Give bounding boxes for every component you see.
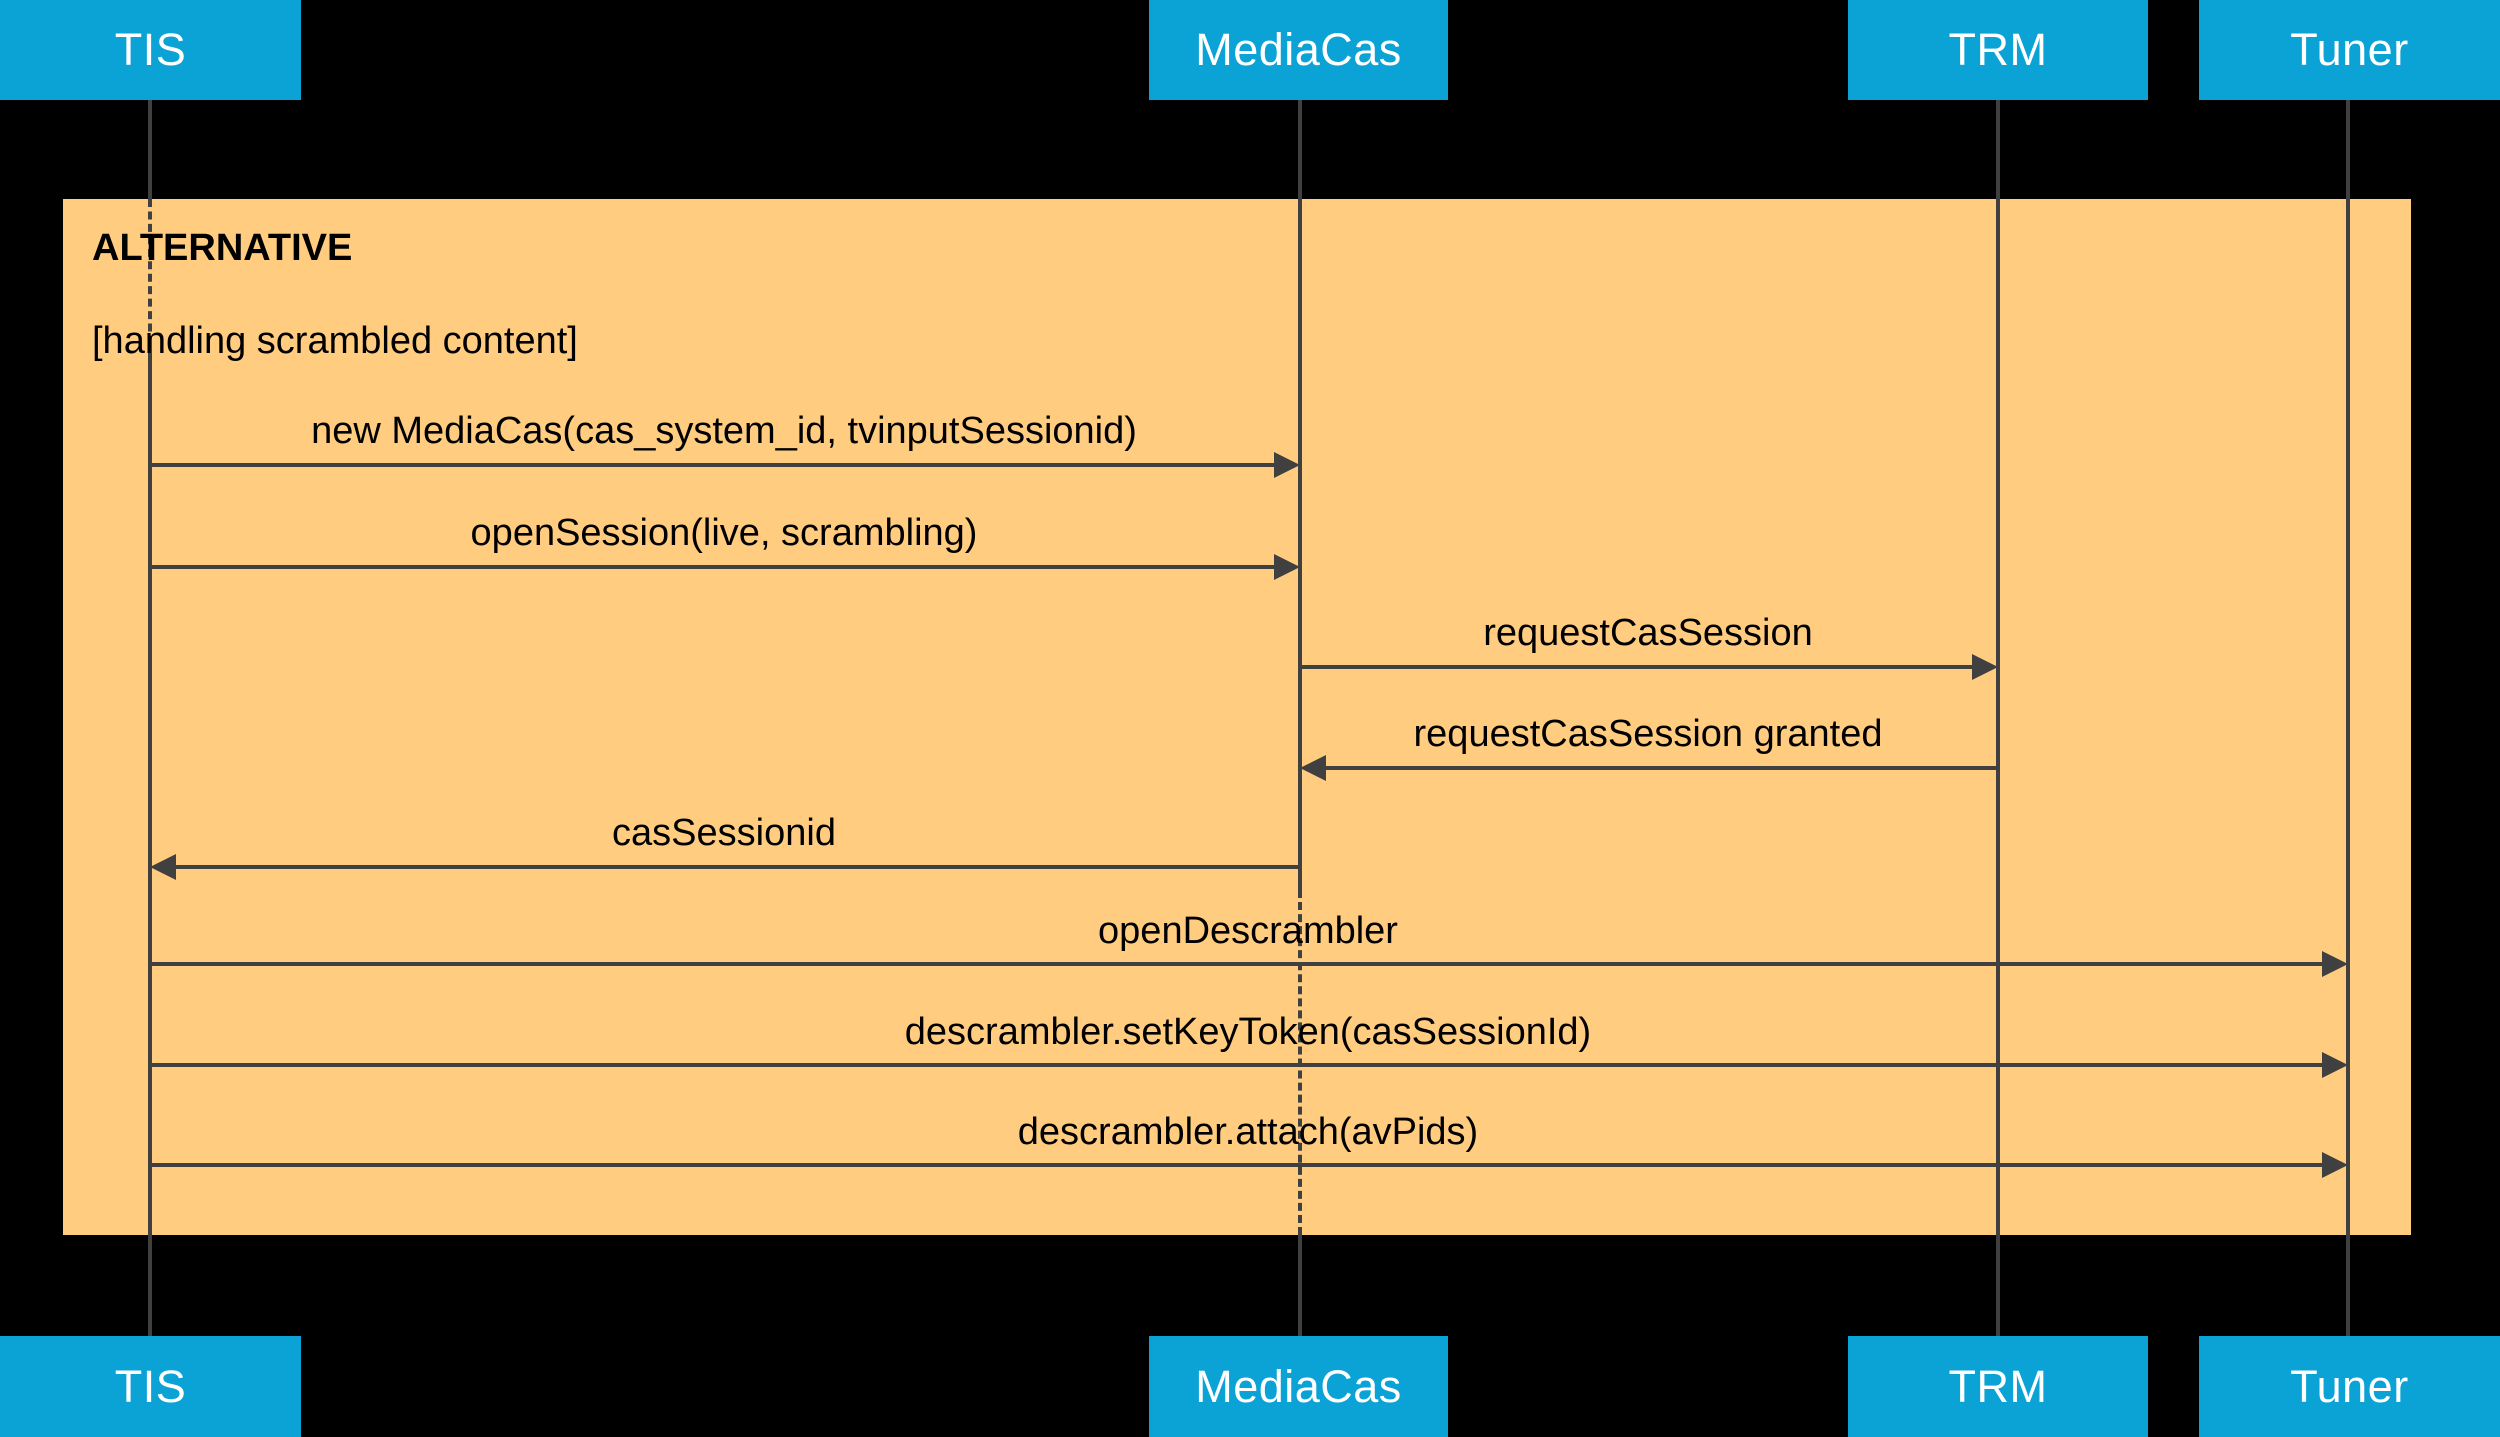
participant-header-mediacas[interactable]: MediaCas bbox=[1149, 0, 1448, 100]
message-arrowhead-7 bbox=[2322, 1152, 2348, 1178]
message-arrowhead-3 bbox=[1300, 755, 1326, 781]
participant-header-tis-label: TIS bbox=[114, 24, 187, 75]
message-label-5: openDescrambler bbox=[1098, 910, 1398, 952]
message-line-0 bbox=[150, 463, 1274, 467]
lifeline-mediacas-top bbox=[1298, 100, 1302, 199]
fragment-alternative bbox=[63, 199, 2411, 1235]
lifeline-mediacas-fragment-lower bbox=[1298, 890, 1302, 1235]
participant-header-tuner-label: Tuner bbox=[2290, 24, 2409, 75]
lifeline-tis-fragment bbox=[148, 344, 152, 1235]
lifeline-tis-bottom bbox=[148, 1235, 152, 1336]
lifeline-mediacas-fragment bbox=[1298, 199, 1302, 890]
message-label-6: descrambler.setKeyToken(casSessionId) bbox=[904, 1011, 1592, 1053]
lifeline-tuner-bottom bbox=[2346, 1235, 2350, 1336]
participant-header-tis[interactable]: TIS bbox=[0, 0, 301, 100]
participant-footer-tuner[interactable]: Tuner bbox=[2199, 1336, 2500, 1437]
message-arrowhead-6 bbox=[2322, 1052, 2348, 1078]
message-arrowhead-5 bbox=[2322, 951, 2348, 977]
lifeline-trm-top bbox=[1996, 100, 2000, 199]
participant-footer-tis[interactable]: TIS bbox=[0, 1336, 301, 1437]
participant-footer-mediacas[interactable]: MediaCas bbox=[1149, 1336, 1448, 1437]
message-line-7 bbox=[150, 1163, 2322, 1167]
message-line-6 bbox=[150, 1063, 2322, 1067]
message-arrowhead-2 bbox=[1972, 654, 1998, 680]
lifeline-trm-bottom bbox=[1996, 1235, 2000, 1336]
participant-footer-mediacas-label: MediaCas bbox=[1195, 1360, 1402, 1412]
message-arrowhead-0 bbox=[1274, 452, 1300, 478]
lifeline-tis-top bbox=[148, 100, 152, 199]
participant-footer-trm[interactable]: TRM bbox=[1848, 1336, 2148, 1437]
message-line-1 bbox=[150, 565, 1274, 569]
fragment-operator-label: ALTERNATIVE bbox=[92, 227, 353, 269]
participant-header-trm-label: TRM bbox=[1948, 24, 2048, 75]
message-label-0: new MediaCas(cas_system_id, tvinputSessi… bbox=[311, 410, 1137, 452]
message-line-5 bbox=[150, 962, 2322, 966]
lifeline-tuner-top bbox=[2346, 100, 2350, 199]
lifeline-tuner-fragment bbox=[2346, 199, 2350, 1235]
message-label-1: openSession(live, scrambling) bbox=[470, 512, 978, 554]
lifeline-tis-fragment-upper bbox=[148, 199, 152, 344]
message-line-3 bbox=[1326, 766, 1998, 770]
lifeline-mediacas-bottom bbox=[1298, 1235, 1302, 1336]
message-label-4: casSessionid bbox=[612, 812, 836, 854]
lifeline-trm-fragment bbox=[1996, 199, 2000, 1235]
participant-footer-trm-label: TRM bbox=[1948, 1360, 2048, 1412]
message-line-2 bbox=[1300, 665, 1972, 669]
participant-header-tuner[interactable]: Tuner bbox=[2199, 0, 2500, 100]
message-label-7: descrambler.attach(avPids) bbox=[1017, 1111, 1479, 1153]
message-line-4 bbox=[176, 865, 1300, 869]
fragment-guard-label: [handling scrambled content] bbox=[92, 320, 578, 362]
participant-header-mediacas-label: MediaCas bbox=[1195, 24, 1402, 75]
message-label-3: requestCasSession granted bbox=[1413, 713, 1883, 755]
message-arrowhead-1 bbox=[1274, 554, 1300, 580]
participant-header-trm[interactable]: TRM bbox=[1848, 0, 2148, 100]
message-arrowhead-4 bbox=[150, 854, 176, 880]
participant-footer-tuner-label: Tuner bbox=[2290, 1360, 2409, 1412]
message-label-2: requestCasSession bbox=[1483, 612, 1813, 654]
participant-footer-tis-label: TIS bbox=[114, 1360, 187, 1412]
